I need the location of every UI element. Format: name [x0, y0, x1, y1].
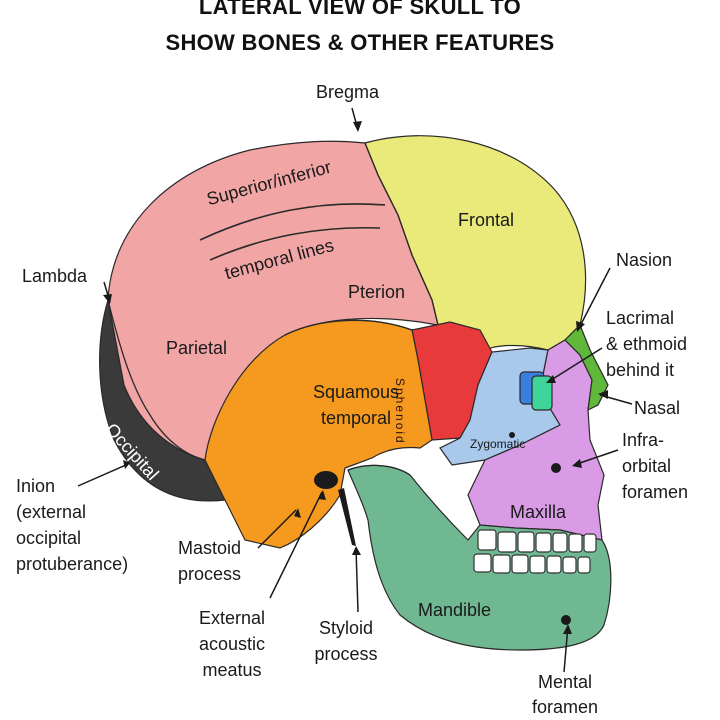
- infraorbital-foramen-dot: [551, 463, 561, 473]
- label-infraorbital-line2: orbital: [622, 456, 672, 476]
- label-inion-line4: protuberance): [16, 554, 129, 574]
- label-infraorbital-line1: Infra-: [622, 430, 665, 450]
- label-styloid-line2: process: [314, 644, 378, 664]
- label-mandible: Mandible: [418, 600, 492, 620]
- label-parietal: Parietal: [166, 338, 228, 358]
- label-external-line3: meatus: [202, 660, 262, 680]
- label-lambda: Lambda: [22, 266, 88, 286]
- label-pterion: Pterion: [348, 282, 406, 302]
- title-line-2: SHOW BONES & OTHER FEATURES: [165, 30, 555, 55]
- suture-lines: [107, 142, 439, 476]
- label-lacrimal-line3: behind it: [606, 360, 675, 380]
- label-nasion: Nasion: [616, 250, 673, 270]
- label-maxilla: Maxilla: [510, 502, 567, 522]
- label-zygomatic: Zygomatic: [470, 437, 526, 451]
- external-acoustic-meatus-hole: [314, 471, 338, 489]
- label-external-line1: External: [198, 608, 266, 628]
- label-squamous-line2: temporal: [320, 408, 392, 428]
- label-mental-line1: Mental: [537, 672, 593, 692]
- nasal-bone: [564, 323, 609, 412]
- temporal-line-arcs: [199, 203, 386, 261]
- pointer-arrowheads: [103, 121, 608, 634]
- label-lacrimal-line1: Lacrimal: [606, 308, 675, 328]
- label-lacrimal-line2: & ethmoid: [606, 334, 688, 354]
- title-line-1: LATERAL VIEW OF SKULL TO: [198, 0, 522, 19]
- label-squamous-line1: Squamous: [312, 382, 400, 402]
- mental-foramen-dot: [561, 615, 571, 625]
- label-bregma: Bregma: [316, 82, 380, 102]
- zygomatic-foramen-dot: [509, 432, 515, 438]
- label-styloid-line1: Styloid: [318, 618, 374, 638]
- label-nasal: Nasal: [634, 398, 681, 418]
- styloid-process-shape: [338, 488, 356, 546]
- lower-teeth: [473, 553, 591, 574]
- upper-teeth: [477, 529, 597, 553]
- label-inion-line1: Inion: [16, 476, 56, 496]
- label-mastoid-line1: Mastoid: [178, 538, 242, 558]
- label-inion-line2: (external: [16, 502, 87, 522]
- label-external-line2: acoustic: [198, 634, 266, 654]
- pointer-lines: [77, 107, 633, 673]
- label-frontal: Frontal: [458, 210, 515, 230]
- label-infraorbital-line3: foramen: [622, 482, 689, 502]
- label-inion-line3: occipital: [16, 528, 82, 548]
- lacrimal-bone: [531, 375, 553, 411]
- label-mental-line2: foramen: [531, 697, 599, 717]
- label-mastoid-line2: process: [178, 564, 242, 584]
